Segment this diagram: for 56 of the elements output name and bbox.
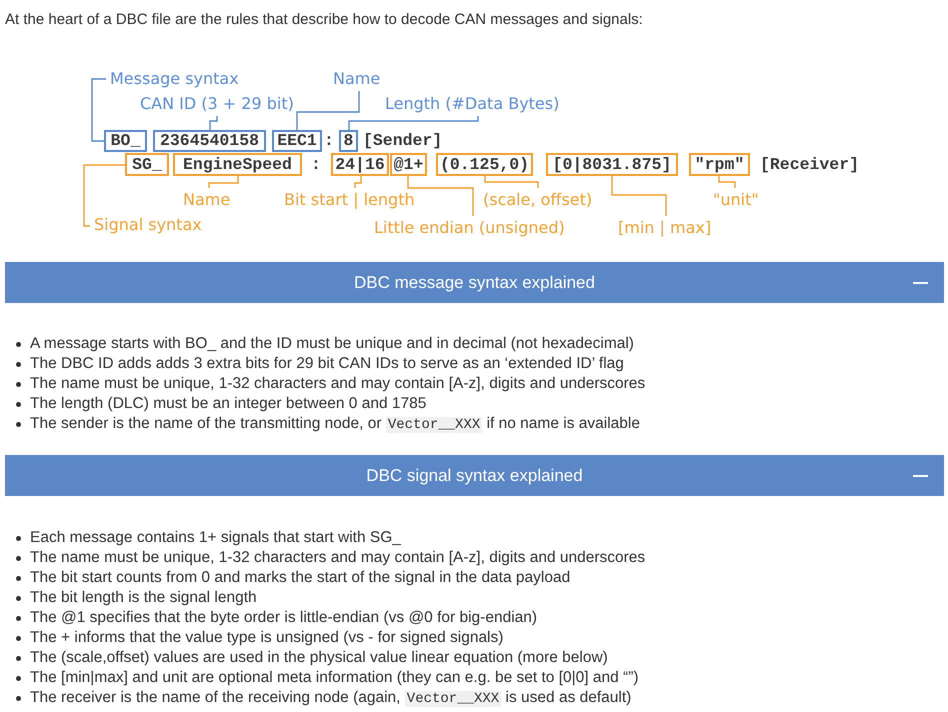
section-header-bar xyxy=(5,455,944,496)
code-text: : xyxy=(311,154,321,176)
leader-line xyxy=(296,91,360,130)
leader-line xyxy=(407,176,474,216)
leader-line xyxy=(91,78,106,142)
section-title: DBC message syntax explained xyxy=(354,273,595,292)
code-text: [Receiver] xyxy=(760,154,860,176)
token-box: 24|16 xyxy=(331,153,389,176)
leader-line xyxy=(718,176,736,188)
callout-label: Little endian (unsigned) xyxy=(370,216,569,240)
callout-label: "unit" xyxy=(709,188,763,212)
list-item: The bit length is the signal length xyxy=(30,588,257,608)
callout-label: Bit start | length xyxy=(280,188,419,212)
token-box: (0.125,0) xyxy=(436,153,533,176)
leader-line xyxy=(484,176,539,188)
token-box: 2364540158 xyxy=(153,130,266,152)
callout-label: [min | max] xyxy=(614,216,716,240)
list-item: The receiver is the name of the receiving node (again, Vector__XXX is used as default) xyxy=(30,688,632,709)
token-box: [0|8031.875] xyxy=(546,153,678,176)
token-box: EEC1 xyxy=(272,130,322,152)
callout-label: CAN ID (3 + 29 bit) xyxy=(136,92,298,116)
list-item: A message starts with BO_ and the ID must be unique and in decimal (not hexadecimal) xyxy=(30,334,634,354)
token-box: @1+ xyxy=(390,153,427,176)
leader-line xyxy=(354,176,362,188)
token-box: 8 xyxy=(339,130,358,152)
token-box: "rpm" xyxy=(689,153,750,176)
section-header-bar xyxy=(5,262,944,303)
list-item: The DBC ID adds adds 3 extra bits for 29 bit CAN IDs to serve as an ‘extended ID’ flag xyxy=(30,354,624,374)
list-item: The name must be unique, 1-32 characters and may contain [A-z], digits and underscores xyxy=(30,548,646,568)
callout-label: Name xyxy=(179,188,234,212)
intro-text: At the heart of a DBC file are the rules that describe how to decode CAN messages and signals: xyxy=(5,10,643,30)
list-item: The [min|max] and unit are optional meta information (they can e.g. be set to [0|0] and “”) xyxy=(30,668,639,688)
list-item: Each message contains 1+ signals that start with SG_ xyxy=(30,528,401,548)
token-box: EngineSpeed xyxy=(173,153,302,176)
code-text: [Sender] xyxy=(363,130,442,152)
callout-label: Message syntax xyxy=(106,67,243,91)
callout-label: Name xyxy=(329,67,384,91)
list-item: The length (DLC) must be an integer between 0 and 1785 xyxy=(30,394,426,414)
leader-line xyxy=(83,164,125,227)
leader-line xyxy=(208,176,239,188)
callout-label: Signal syntax xyxy=(90,213,206,237)
code-text: : xyxy=(324,130,334,152)
list-item: The bit start counts from 0 and marks the start of the signal in the data payload xyxy=(30,568,570,588)
callout-label: Length (#Data Bytes) xyxy=(381,92,564,116)
token-box: SG_ xyxy=(125,153,169,176)
list-item: The sender is the name of the transmitting node, or Vector__XXX if no name is available xyxy=(30,414,640,435)
leader-line xyxy=(348,116,479,130)
list-item: The name must be unique, 1-32 characters and may contain [A-z], digits and underscores xyxy=(30,374,646,394)
token-box: BO_ xyxy=(104,130,147,152)
list-item: The (scale,offset) values are used in the physical value linear equation (more below) xyxy=(30,648,608,668)
callout-label: (scale, offset) xyxy=(479,188,596,212)
list-item: The + informs that the value type is unsigned (vs - for signed signals) xyxy=(30,628,504,648)
list-item: The @1 specifies that the byte order is little-endian (vs @0 for big-endian) xyxy=(30,608,538,628)
leader-line xyxy=(209,116,218,130)
leader-line xyxy=(611,176,667,216)
section-title: DBC signal syntax explained xyxy=(366,466,583,485)
